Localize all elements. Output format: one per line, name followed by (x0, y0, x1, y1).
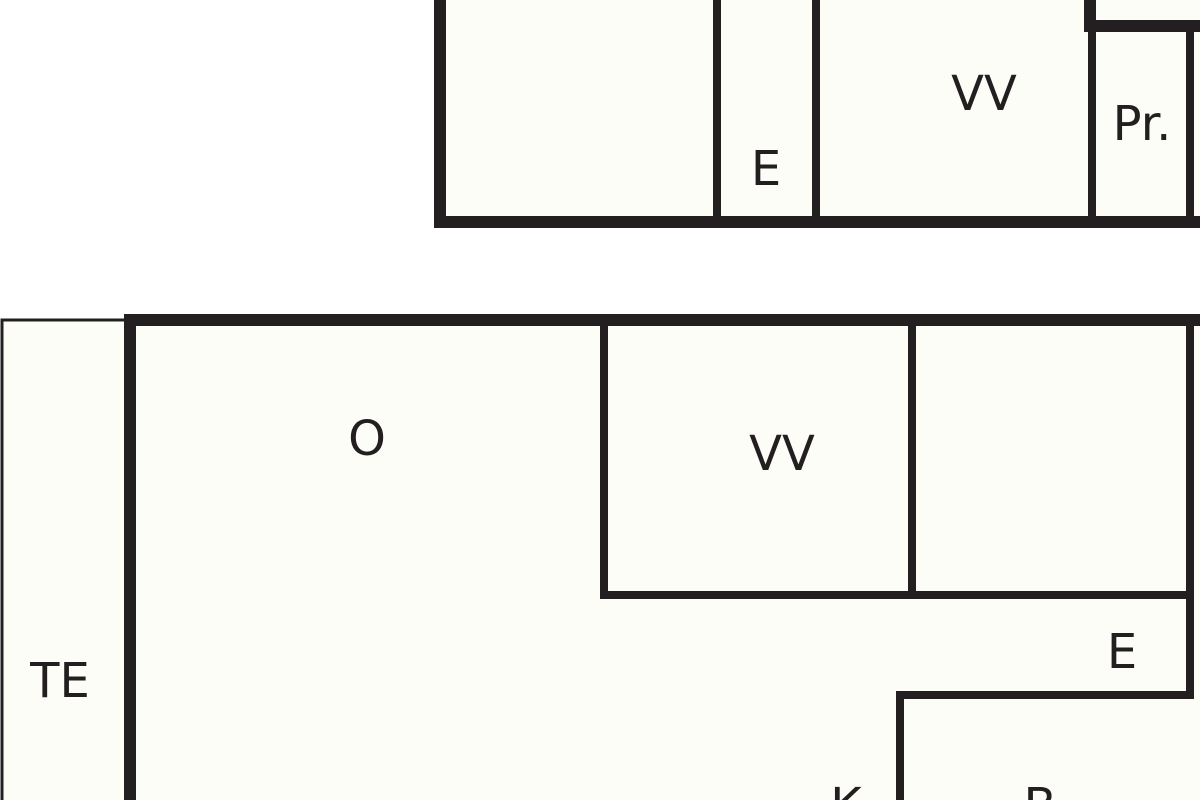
kitchen-label: K (830, 778, 863, 800)
lower-living-partition (600, 316, 1194, 599)
lower-living-label: VV (749, 426, 815, 482)
upper-storage-label: Pr. (1113, 96, 1172, 152)
upper-living-label: VV (951, 66, 1017, 122)
main-room-label: O (348, 411, 386, 467)
upper-storage-floor (1090, 26, 1200, 222)
lower-unit-floor (130, 320, 1200, 800)
bathroom-label: B (1024, 778, 1057, 800)
upper-exterior-wall (434, 0, 1200, 228)
lower-exterior-wall (124, 314, 1200, 800)
lower-bathroom-partition (896, 691, 1194, 800)
lower-hall-label: E (1107, 624, 1137, 680)
terrace-label: TE (29, 653, 90, 709)
terrace-outline (0, 318, 132, 800)
upper-unit: E VV Pr. (434, 0, 1200, 228)
lower-unit: TE O VV E K B (0, 314, 1200, 800)
upper-hall-label: E (751, 141, 781, 197)
